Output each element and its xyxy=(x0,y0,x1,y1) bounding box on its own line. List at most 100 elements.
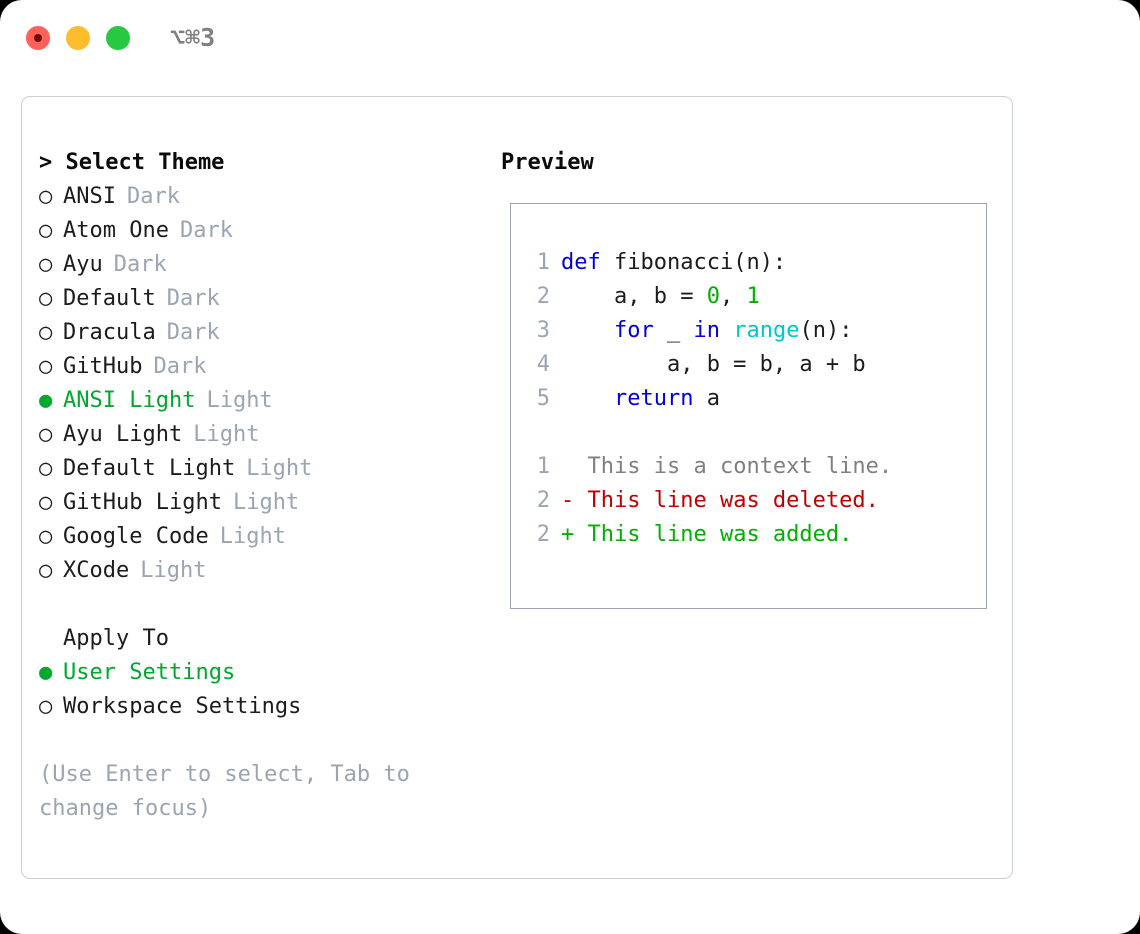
code-token: a, b = xyxy=(561,284,707,309)
theme-option-row[interactable]: ○ Google Code Light xyxy=(39,520,499,554)
section-spacer xyxy=(39,588,499,622)
code-line: 2 a, b = 0, 1 xyxy=(528,280,892,314)
radio-unselected-icon[interactable]: ○ xyxy=(39,694,53,719)
theme-option-row[interactable]: ○ XCode Light xyxy=(39,554,499,588)
code-line-number: 1 xyxy=(536,250,550,275)
theme-option-row[interactable]: ○ GitHub Light Light xyxy=(39,486,499,520)
radio-unselected-icon[interactable]: ○ xyxy=(39,252,53,277)
theme-option-name: Ayu xyxy=(63,252,103,277)
theme-option-name: GitHub Light xyxy=(63,490,222,515)
code-token xyxy=(561,318,614,343)
code-line-number: 5 xyxy=(536,386,550,411)
code-line-number: 3 xyxy=(536,318,550,343)
theme-option-variant: Light xyxy=(193,422,260,447)
theme-option-name: Default xyxy=(63,286,156,311)
theme-option-name: GitHub xyxy=(63,354,143,379)
code-token: a, b = b, a + b xyxy=(561,352,866,377)
code-token: fibonacci(n): xyxy=(600,250,787,275)
traffic-lights xyxy=(26,26,130,50)
code-line: 5 return a xyxy=(528,382,892,416)
theme-option-variant: Light xyxy=(232,490,300,515)
theme-option-variant: Dark xyxy=(126,184,180,209)
radio-unselected-icon[interactable]: ○ xyxy=(39,490,53,515)
code-token xyxy=(561,386,614,411)
theme-panel-title: > Select Theme xyxy=(39,150,225,175)
diff-line: 1 This is a context line. xyxy=(528,450,892,484)
apply-to-option-list: ● User Settings ○ Workspace Settings xyxy=(39,656,499,724)
theme-option-name: Ayu Light xyxy=(63,422,183,447)
code-blank-line xyxy=(528,416,892,450)
theme-option-name: ANSI Light xyxy=(63,388,196,413)
close-button[interactable] xyxy=(26,26,50,50)
radio-unselected-icon[interactable]: ○ xyxy=(39,558,53,583)
keyboard-shortcut-label: ⌥⌘3 xyxy=(170,23,216,52)
diff-line: 2+ This line was added. xyxy=(528,518,892,552)
theme-option-name: XCode xyxy=(63,558,130,583)
apply-to-option-row[interactable]: ● User Settings xyxy=(39,656,499,690)
theme-option-variant: Dark xyxy=(113,252,167,277)
diff-marker: - xyxy=(561,488,588,513)
theme-option-name: ANSI xyxy=(63,184,116,209)
radio-unselected-icon[interactable]: ○ xyxy=(39,456,53,481)
theme-option-row[interactable]: ○ Ayu Dark xyxy=(39,248,499,282)
theme-option-name: Google Code xyxy=(63,524,209,549)
theme-option-variant: Light xyxy=(140,558,207,583)
diff-line-number: 2 xyxy=(536,522,550,547)
apply-to-title: Apply To xyxy=(63,626,169,651)
code-line: 3 for _ in range(n): xyxy=(528,314,892,348)
code-line: 1 def fibonacci(n): xyxy=(528,246,892,280)
radio-unselected-icon[interactable]: ○ xyxy=(39,320,53,345)
code-token: in xyxy=(693,318,720,343)
radio-selected-icon[interactable]: ● xyxy=(39,660,53,685)
code-token: a xyxy=(693,386,720,411)
code-token: (n): xyxy=(799,318,853,343)
radio-unselected-icon[interactable]: ○ xyxy=(39,184,53,209)
theme-option-variant: Dark xyxy=(179,218,233,243)
diff-marker xyxy=(561,454,588,479)
theme-option-row[interactable]: ○ Ayu Light Light xyxy=(39,418,499,452)
radio-unselected-icon[interactable]: ○ xyxy=(39,354,53,379)
theme-option-name: Atom One xyxy=(63,218,169,243)
code-token: , xyxy=(719,284,747,309)
theme-option-row[interactable]: ○ Dracula Dark xyxy=(39,316,499,350)
apply-to-option-label: Workspace Settings xyxy=(63,694,302,719)
code-token: def xyxy=(561,250,601,275)
apply-to-option-row[interactable]: ○ Workspace Settings xyxy=(39,690,499,724)
apply-to-option-label: User Settings xyxy=(63,660,236,685)
theme-option-row[interactable]: ○ Atom One Dark xyxy=(39,214,499,248)
radio-unselected-icon[interactable]: ○ xyxy=(39,422,53,447)
theme-option-variant: Dark xyxy=(153,354,207,379)
code-token: return xyxy=(613,386,694,411)
theme-option-row[interactable]: ○ GitHub Dark xyxy=(39,350,499,384)
title-bar: ⌥⌘3 xyxy=(0,0,1140,78)
theme-option-variant: Light xyxy=(219,524,286,549)
minimize-button[interactable] xyxy=(66,26,90,50)
code-token: for xyxy=(613,318,654,343)
radio-unselected-icon[interactable]: ○ xyxy=(39,524,53,549)
theme-option-variant: Dark xyxy=(166,286,220,311)
code-token: 1 xyxy=(746,284,760,309)
theme-option-variant: Light xyxy=(246,456,313,481)
radio-unselected-icon[interactable]: ○ xyxy=(39,286,53,311)
theme-option-name: Dracula xyxy=(63,320,156,345)
theme-option-variant: Dark xyxy=(166,320,220,345)
code-token: _ xyxy=(653,318,694,343)
code-line-number: 4 xyxy=(536,352,550,377)
radio-unselected-icon[interactable]: ○ xyxy=(39,218,53,243)
code-token: 0 xyxy=(706,284,720,309)
theme-option-row[interactable]: ○ ANSI Dark xyxy=(39,180,499,214)
theme-option-row[interactable]: ○ Default Dark xyxy=(39,282,499,316)
maximize-button[interactable] xyxy=(106,26,130,50)
radio-selected-icon[interactable]: ● xyxy=(39,388,53,413)
diff-line-number: 1 xyxy=(536,454,550,479)
diff-text: This line was added. xyxy=(587,522,853,547)
diff-line: 2- This line was deleted. xyxy=(528,484,892,518)
code-token xyxy=(720,318,733,343)
